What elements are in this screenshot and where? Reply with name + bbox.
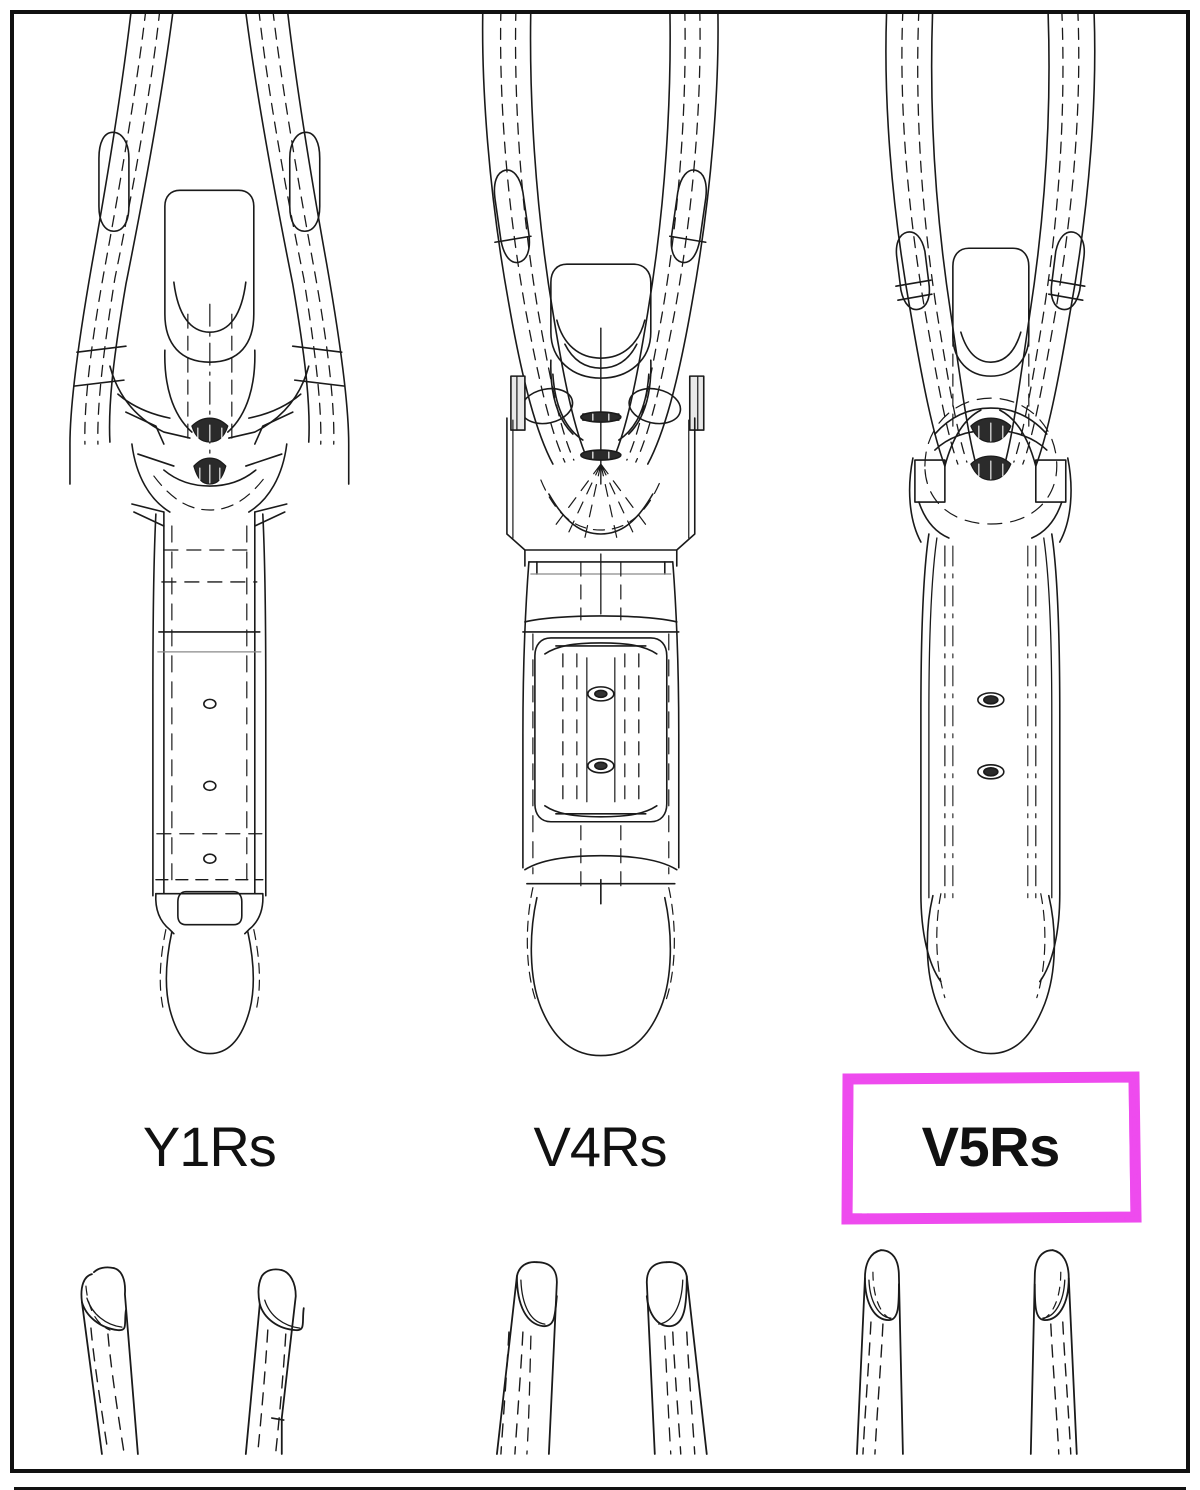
drawing-v5rs	[795, 14, 1186, 1059]
elevation-y1rs	[14, 1232, 405, 1471]
elevation-v4rs	[405, 1232, 796, 1471]
variant-label-v4rs: V4Rs	[533, 1115, 668, 1178]
drawing-v4rs	[405, 14, 796, 1059]
cad-drawing-v4rs	[481, 14, 719, 1057]
cad-elevation-y1rs	[80, 1266, 305, 1455]
cad-drawing-y1rs	[69, 14, 350, 1055]
ground-reference-line	[14, 1487, 1186, 1490]
cad-elevation-v4rs	[495, 1261, 708, 1455]
variant-label-row: Y1Rs V4Rs V5Rs	[14, 1062, 1186, 1232]
variant-label-y1rs: Y1Rs	[142, 1115, 277, 1178]
elevation-view-row	[14, 1232, 1186, 1471]
variant-label-v5rs: V5Rs	[921, 1115, 1061, 1178]
variant-label-cell-y1rs: Y1Rs	[14, 1062, 405, 1232]
elevation-v5rs	[795, 1232, 1186, 1471]
plan-view-row	[14, 14, 1186, 1059]
variant-label-cell-v5rs: V5Rs	[795, 1062, 1186, 1232]
cad-drawing-v5rs	[885, 14, 1096, 1055]
variant-label-cell-v4rs: V4Rs	[405, 1062, 796, 1232]
drawing-y1rs	[14, 14, 405, 1059]
cad-elevation-v5rs	[856, 1249, 1079, 1455]
